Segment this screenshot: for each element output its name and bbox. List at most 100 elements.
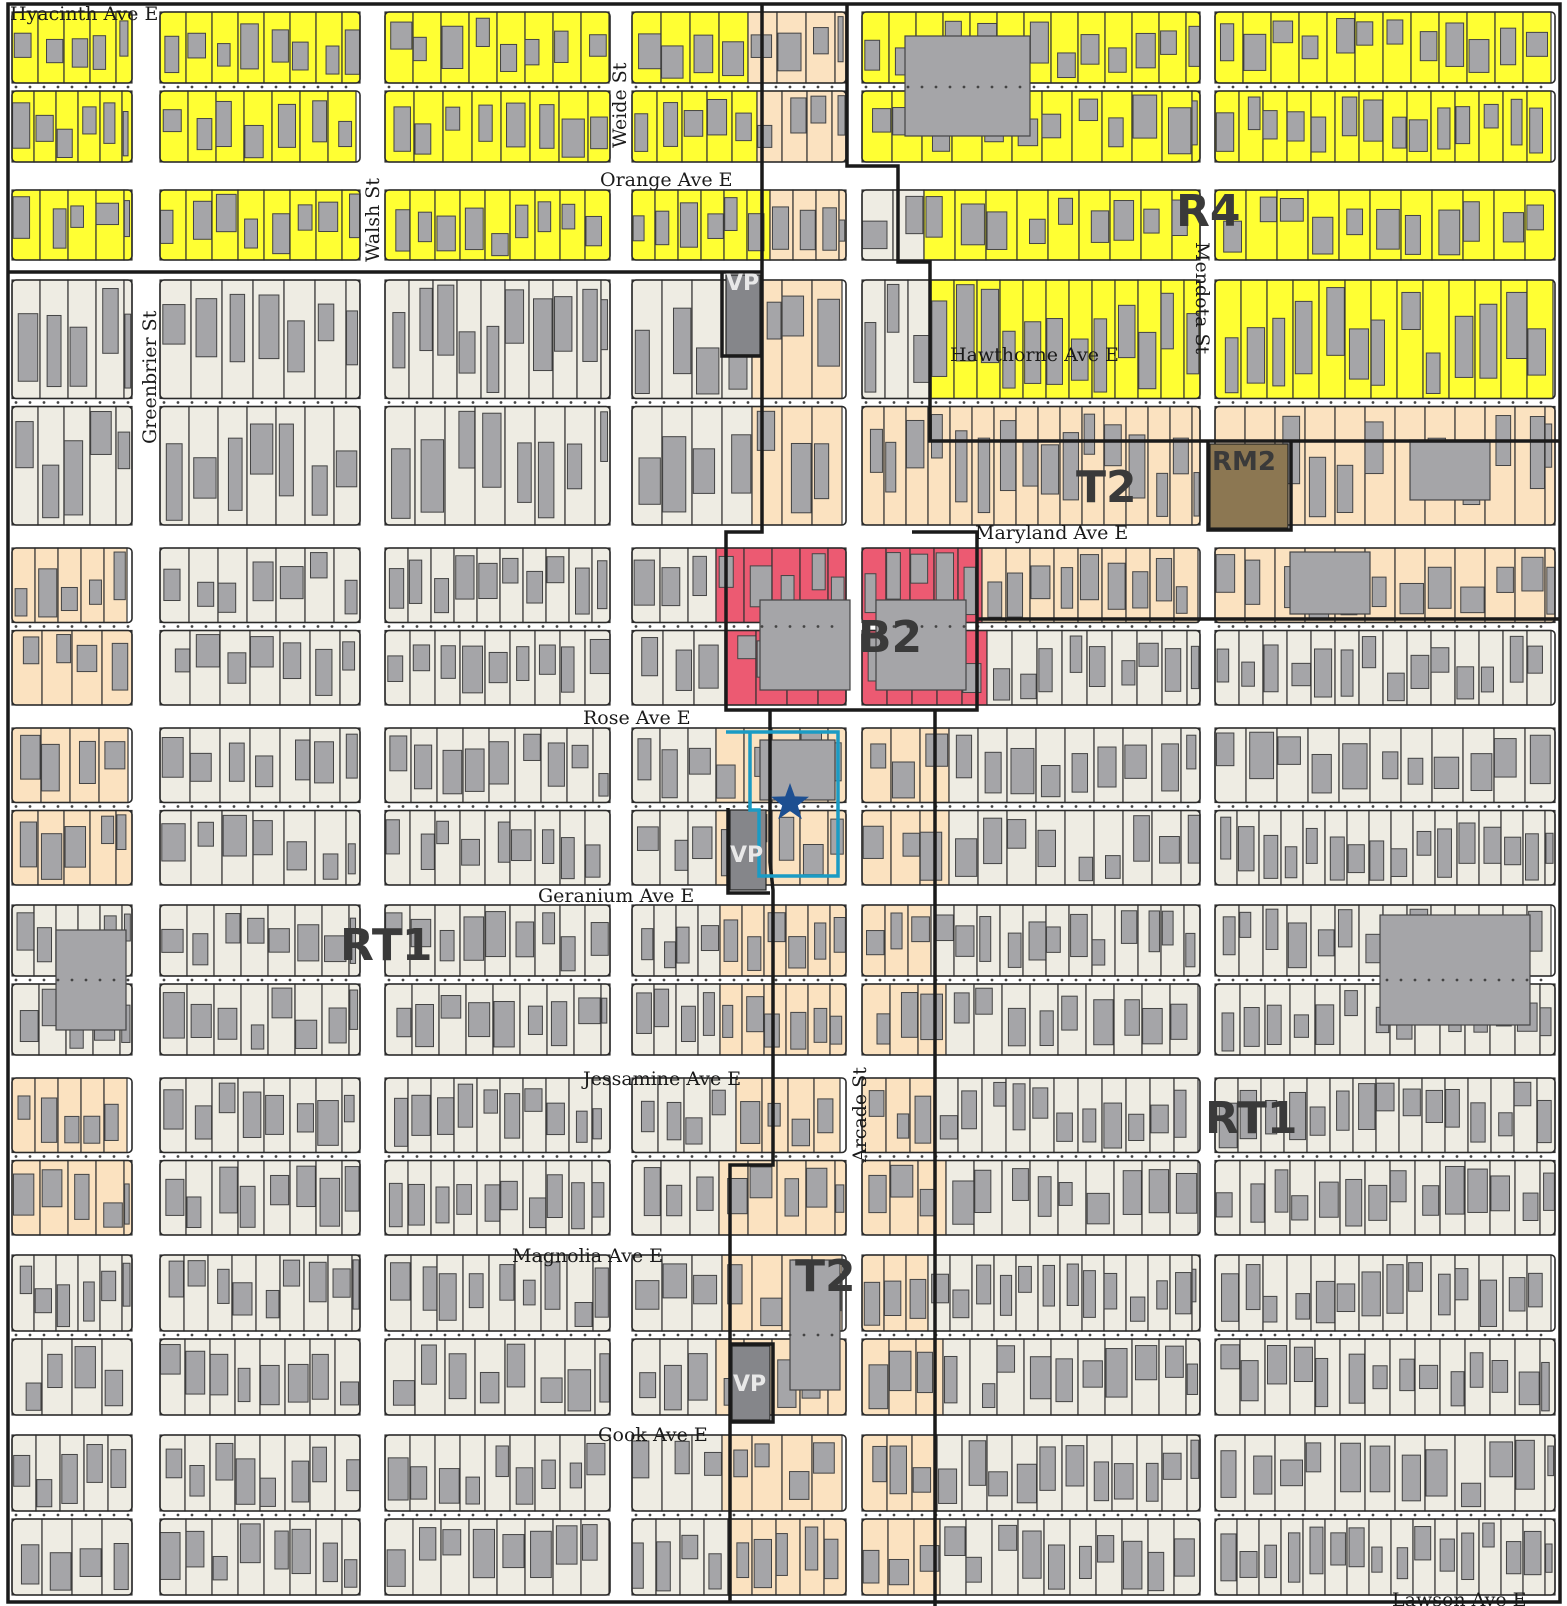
building [1445,1088,1460,1128]
building [1061,995,1078,1031]
site-outline[interactable] [726,730,840,878]
alley-dot [1301,978,1305,982]
building [1310,116,1327,153]
building [1029,218,1046,245]
alley-dot [816,805,820,808]
building [1093,999,1114,1046]
building [345,733,358,779]
building [186,1196,202,1228]
building [161,737,184,778]
alley-dot [1385,625,1389,628]
building [914,1095,932,1144]
building [1438,209,1461,256]
building [1337,909,1353,948]
building [546,556,565,584]
alley-dot [1032,1155,1036,1158]
alley-dot [864,805,868,808]
block [159,727,361,804]
building [249,636,274,668]
alley-dot [14,1155,18,1158]
alley-dot [1455,1513,1459,1517]
alley-dot [457,1513,461,1517]
alley-dot [1427,625,1431,628]
building [578,997,601,1025]
building [1336,464,1354,513]
block [1214,1518,1556,1596]
building [1079,554,1100,601]
alley-dot [387,625,391,628]
building [1040,444,1060,495]
alley-dot [634,1513,638,1517]
building [663,102,679,147]
alley-dot [920,1513,924,1517]
building [641,637,659,677]
building [165,1448,183,1479]
alley-dot [555,978,559,982]
building [811,553,826,591]
alley-dot [1074,805,1078,808]
alley-dot [42,401,46,404]
building [463,916,485,961]
alley-dot [1413,85,1417,89]
alley-dot [732,1513,736,1517]
alley-dot [1245,625,1249,628]
building [527,1005,543,1035]
building [1390,848,1408,877]
building [1155,557,1173,602]
building [197,821,214,847]
alley-dot [527,978,531,982]
large-building [55,929,127,1031]
alley-dot [28,1333,32,1337]
building [823,1538,839,1580]
alley-dot [162,805,166,808]
vp-south-boundary [730,1342,775,1424]
alley-dot [892,1513,896,1517]
building [813,1007,828,1043]
building [1161,910,1174,946]
rm2-parcel [1209,443,1289,529]
alley-dot [274,85,278,89]
building [1080,34,1100,65]
building [1103,1102,1123,1149]
alley-dot [830,401,834,404]
street-label-orange: Orange Ave E [600,169,733,191]
alley-dot [1287,1333,1291,1337]
alley-dot [14,1513,18,1517]
building [638,33,662,70]
building [993,1081,1007,1107]
star-icon[interactable] [771,783,809,820]
alley-dot [1483,1333,1487,1337]
alley-dot [471,1333,475,1337]
alley-dot [471,805,475,808]
building [829,1015,843,1045]
building [209,1353,229,1396]
alley-dot [830,625,834,628]
alley-dot [864,625,868,628]
alley-dot [1385,401,1389,404]
alley-dot [176,1155,180,1158]
alley-dot [42,805,46,808]
alley-dot [1116,401,1120,404]
building [1470,1102,1486,1143]
alley-dot [1413,978,1417,982]
building [1170,1003,1188,1040]
alley-dot [990,805,994,808]
building [440,645,456,679]
alley-dot [597,805,601,808]
building [1090,210,1110,243]
alley-dot [906,85,910,89]
building [244,218,259,249]
alley-dot [774,978,778,982]
building [17,1095,31,1120]
alley-dot [920,401,924,404]
alley-dot [1413,1155,1417,1158]
block [384,90,611,163]
building [900,992,919,1038]
alley-dot [112,1155,116,1158]
building [486,325,500,393]
building [955,838,978,877]
building [468,1273,484,1309]
building [1091,939,1106,966]
building [1215,732,1235,767]
alley-dot [704,978,708,982]
